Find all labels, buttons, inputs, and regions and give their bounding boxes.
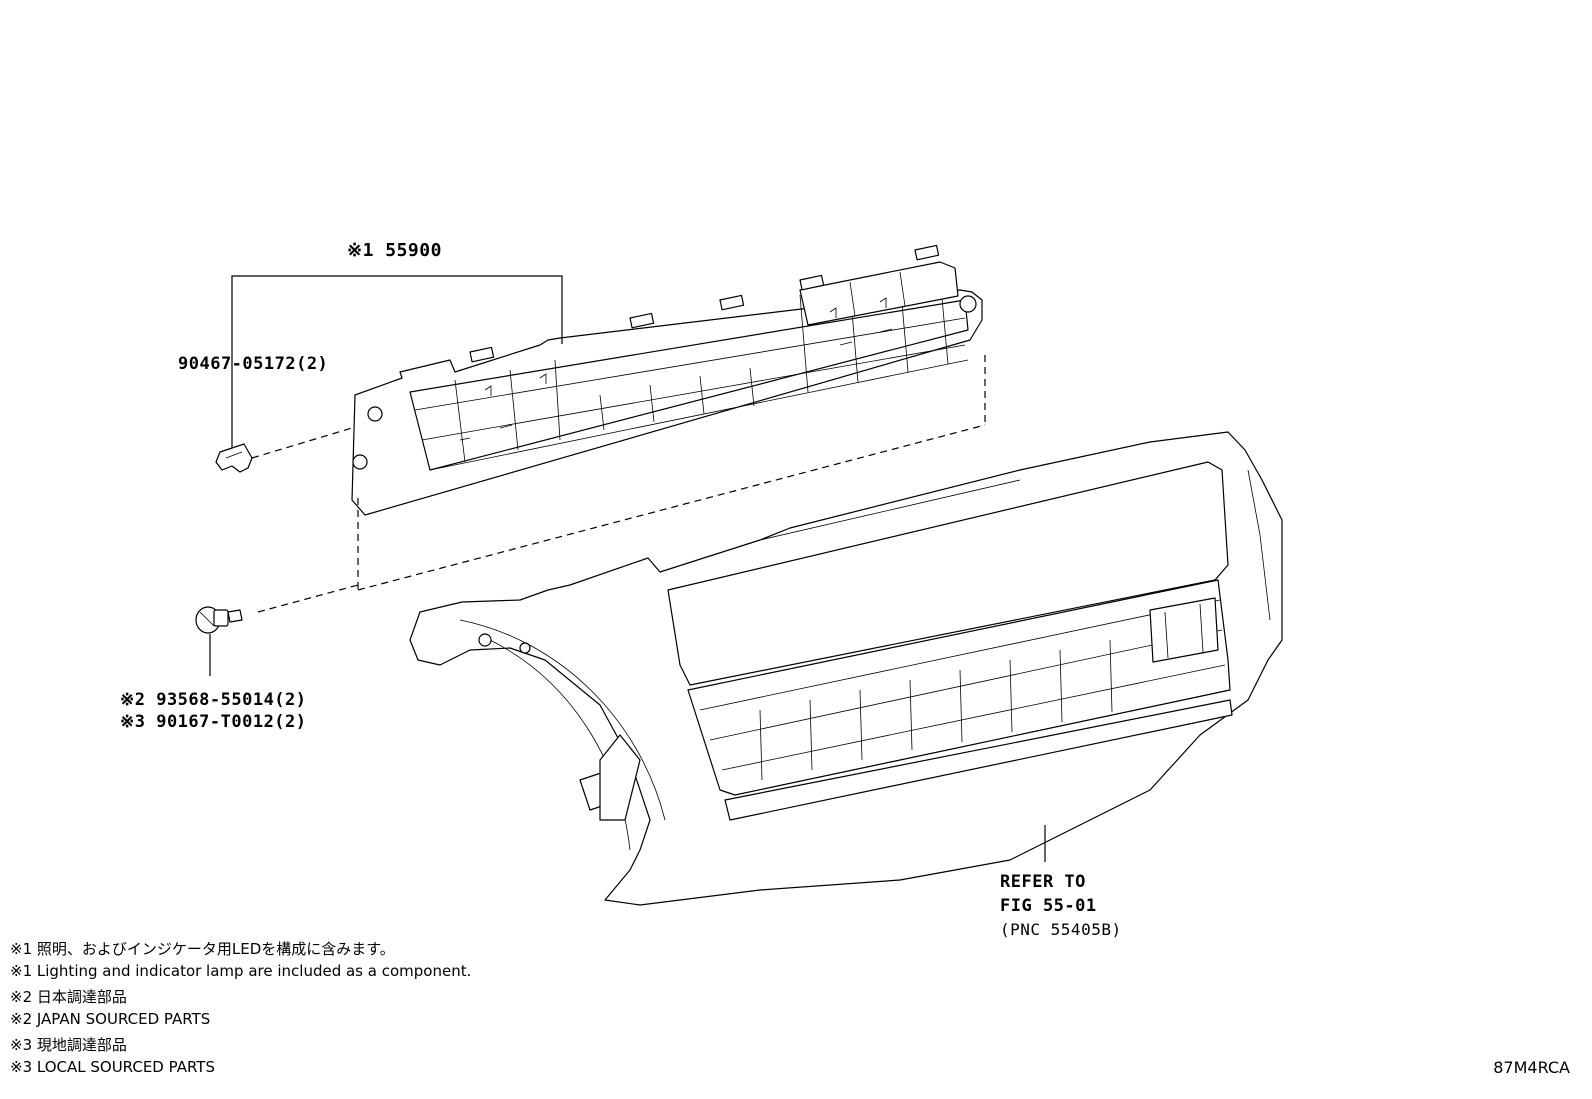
leader-lines (209, 275, 1046, 862)
illustration-code: 87M4RCA (1493, 1058, 1570, 1077)
instrument-panel-illustration (409, 431, 1283, 906)
note-1-jp: ※1 照明、およびインジケータ用LEDを構成に含みます。 (10, 940, 395, 958)
note-3-en: ※3 LOCAL SOURCED PARTS (10, 1058, 215, 1076)
note-2-en: ※2 JAPAN SOURCED PARTS (10, 1010, 211, 1028)
screw-callout-b[interactable]: ※3 90167-T0012(2) (120, 712, 307, 732)
screw-callout-a[interactable]: ※2 93568-55014(2) (120, 690, 307, 710)
note-1-en: ※1 Lighting and indicator lamp are inclu… (10, 962, 472, 980)
refer-callout-line2[interactable]: FIG 55-01 (1000, 896, 1097, 916)
note-3-jp: ※3 現地調達部品 (10, 1036, 127, 1054)
main-part-callout[interactable]: ※1 55900 (347, 240, 442, 261)
refer-callout-line3[interactable]: (PNC 55405B) (1000, 920, 1122, 939)
screw-icon (195, 606, 243, 634)
control-panel-illustration (351, 244, 983, 516)
refer-callout-line1[interactable]: REFER TO (1000, 872, 1086, 892)
assembly-lines (251, 355, 986, 613)
clip-callout[interactable]: 90467-05172(2) (178, 354, 329, 374)
note-2-jp: ※2 日本調達部品 (10, 988, 127, 1006)
clip-icon (215, 443, 253, 473)
